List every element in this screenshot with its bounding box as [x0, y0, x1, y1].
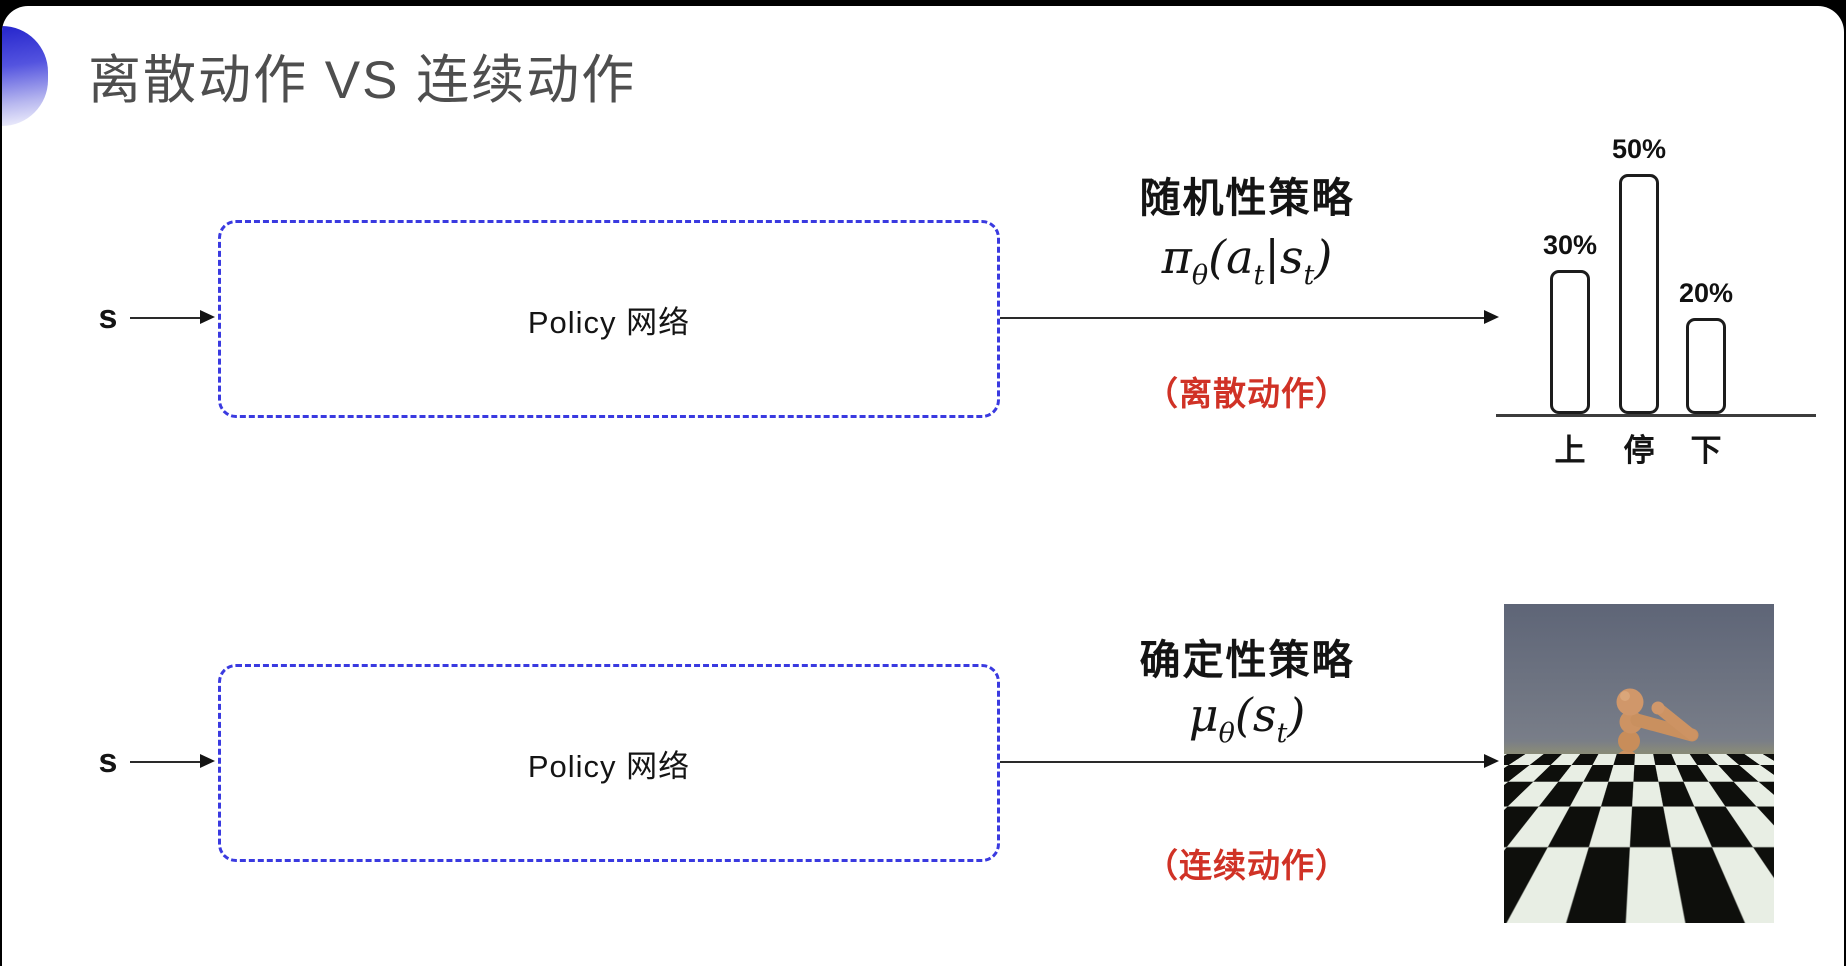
policy-type-label-bottom: 确定性策略	[1139, 637, 1355, 683]
bar-group-down: 20% 下	[1679, 278, 1733, 468]
policy-network-label-top: Policy 网络	[527, 304, 691, 340]
sky	[1504, 604, 1774, 756]
bar	[1686, 318, 1726, 414]
bar-category-label: 下	[1690, 433, 1722, 468]
output-arrow-bottom	[1000, 754, 1499, 769]
humanoid-robot-figure	[1578, 688, 1720, 909]
bar-group-up: 30% 上	[1543, 230, 1597, 468]
bar	[1550, 270, 1590, 414]
bar-value-label: 50%	[1611, 134, 1667, 164]
bar-group-stop: 50% 停	[1612, 134, 1666, 468]
action-probability-chart: 30% 上 50% 停 20% 下	[1496, 124, 1816, 468]
input-arrow-bottom	[130, 754, 215, 769]
slide: 离散动作 VS 连续动作 s Policy 网络 随机性策略 πθ(at|st)…	[2, 6, 1844, 966]
policy-type-label-top: 随机性策略	[1139, 175, 1355, 221]
policy-formula-top: πθ(at|st)	[1161, 230, 1333, 291]
page-title: 离散动作 VS 连续动作	[88, 51, 637, 110]
humanoid-simulation-image	[1504, 604, 1774, 923]
policy-formula-bottom: μθ(st)	[1188, 688, 1306, 749]
policy-network-box-top: Policy 网络	[218, 220, 1000, 418]
action-note-bottom: （连续动作）	[1145, 847, 1349, 884]
x-axis-line	[1496, 414, 1816, 417]
action-note-top: （离散动作）	[1145, 375, 1349, 412]
horizon-haze	[1504, 742, 1774, 768]
bar	[1619, 174, 1659, 414]
bar-value-label: 30%	[1542, 230, 1598, 260]
state-input-label-bottom: s	[98, 742, 118, 780]
bar-value-label: 20%	[1678, 278, 1734, 308]
title-bullet-icon	[2, 26, 48, 126]
state-input-label-top: s	[98, 298, 118, 336]
policy-network-box-bottom: Policy 网络	[218, 664, 1000, 862]
input-arrow-top	[130, 310, 215, 325]
bar-category-label: 上	[1554, 433, 1586, 468]
policy-network-label-bottom: Policy 网络	[527, 748, 691, 784]
bar-category-label: 停	[1623, 433, 1655, 468]
output-arrow-top	[1000, 310, 1499, 325]
